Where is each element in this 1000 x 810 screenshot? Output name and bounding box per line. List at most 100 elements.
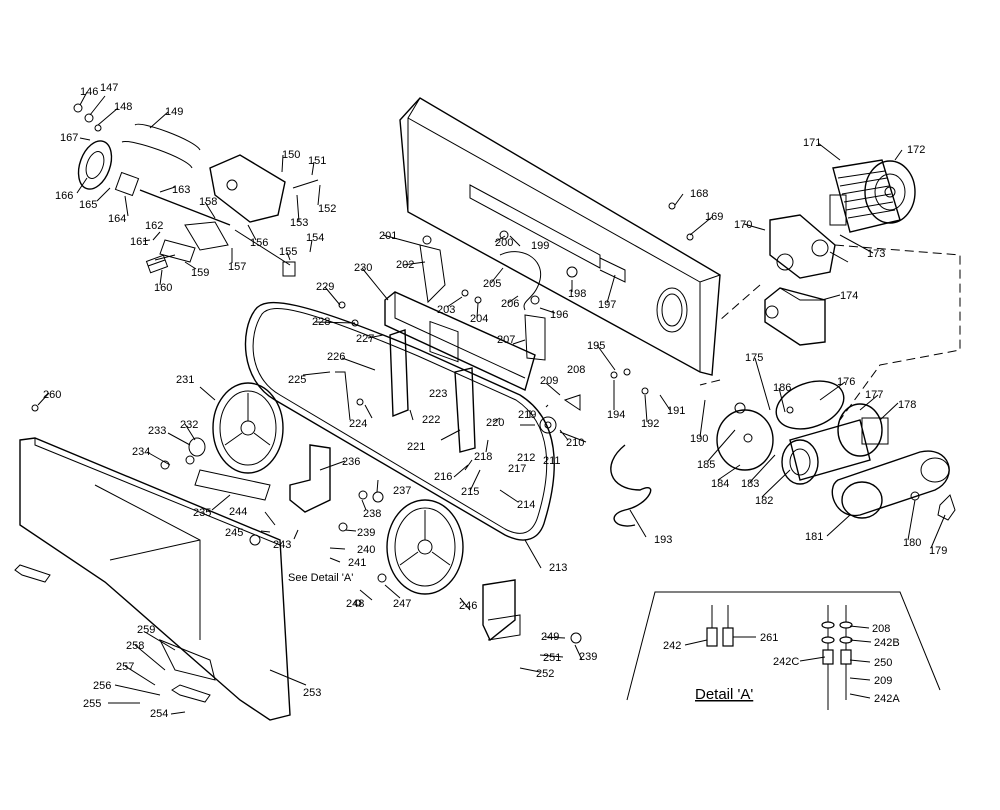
callout-239: 239 — [357, 527, 375, 539]
callout-172: 172 — [907, 144, 925, 156]
callout-242: 242 — [663, 640, 681, 652]
callout-167: 167 — [60, 132, 78, 144]
callout-242B: 242B — [874, 637, 900, 649]
feed-assembly-drawing — [73, 103, 319, 277]
callout-179: 179 — [929, 545, 947, 557]
callout-194: 194 — [607, 409, 625, 421]
callout-161: 161 — [130, 236, 148, 248]
callout-228: 228 — [312, 316, 330, 328]
callout-236: 236 — [342, 456, 360, 468]
guide-bracket-drawing — [289, 444, 521, 642]
leader-lines — [37, 91, 946, 715]
callout-212: 212 — [517, 452, 535, 464]
callout-207: 207 — [497, 334, 515, 346]
callout-171: 171 — [803, 137, 821, 149]
part-drawings — [14, 91, 961, 721]
callout-152: 152 — [318, 203, 336, 215]
callout-199: 199 — [531, 240, 549, 252]
callout-163: 163 — [172, 184, 190, 196]
callout-149: 149 — [165, 106, 183, 118]
callout-245: 245 — [225, 527, 243, 539]
callout-219: 219 — [518, 409, 536, 421]
callout-225: 225 — [288, 374, 306, 386]
callout-218: 218 — [474, 451, 492, 463]
callout-249: 249 — [541, 631, 559, 643]
callout-151: 151 — [308, 155, 326, 167]
callout-184: 184 — [711, 478, 729, 490]
coolant-hose-drawing — [610, 444, 652, 527]
callout-239-lower: 239 — [579, 651, 597, 663]
callout-203: 203 — [437, 304, 455, 316]
callout-198: 198 — [568, 288, 586, 300]
callout-237: 237 — [393, 485, 411, 497]
callout-180: 180 — [903, 537, 921, 549]
callout-170: 170 — [734, 219, 752, 231]
callout-222: 222 — [422, 414, 440, 426]
callout-210: 210 — [566, 437, 584, 449]
callout-208-detail: 208 — [872, 623, 890, 635]
callout-246: 246 — [459, 600, 477, 612]
callout-253: 253 — [303, 687, 321, 699]
callout-217: 217 — [508, 463, 526, 475]
callout-146: 146 — [80, 86, 98, 98]
callout-157: 157 — [228, 261, 246, 273]
callout-252: 252 — [536, 668, 554, 680]
callout-247: 247 — [393, 598, 411, 610]
detail-a-title: Detail 'A' — [695, 686, 753, 703]
base-drawing — [14, 437, 291, 721]
callout-234: 234 — [132, 446, 150, 458]
callout-201: 201 — [379, 230, 397, 242]
callout-258: 258 — [126, 640, 144, 652]
callout-183: 183 — [741, 478, 759, 490]
callout-166: 166 — [55, 190, 73, 202]
callout-175: 175 — [745, 352, 763, 364]
hardware-marks — [31, 202, 794, 644]
callout-185: 185 — [697, 459, 715, 471]
callout-176: 176 — [837, 376, 855, 388]
callout-204: 204 — [470, 313, 488, 325]
callout-211: 211 — [543, 455, 561, 467]
callout-216: 216 — [434, 471, 452, 483]
callout-173: 173 — [867, 248, 885, 260]
saw-blade-drawing — [244, 301, 555, 541]
callout-221: 221 — [407, 441, 425, 453]
callout-257: 257 — [116, 661, 134, 673]
callout-243: 243 — [273, 539, 291, 551]
callout-181: 181 — [805, 531, 823, 543]
callout-215: 215 — [461, 486, 479, 498]
callout-255: 255 — [83, 698, 101, 710]
callout-230: 230 — [354, 262, 372, 274]
callout-147: 147 — [100, 82, 118, 94]
callout-240: 240 — [357, 544, 375, 556]
callout-200: 200 — [495, 237, 513, 249]
callout-153: 153 — [290, 217, 308, 229]
assembly-axis-lines — [699, 244, 961, 421]
callout-256: 256 — [93, 680, 111, 692]
callout-224: 224 — [349, 418, 367, 430]
callout-196: 196 — [550, 309, 568, 321]
callout-231: 231 — [176, 374, 194, 386]
callout-251: 251 — [543, 652, 561, 664]
wheels-drawing — [188, 382, 464, 595]
callout-244: 244 — [229, 506, 247, 518]
callout-158: 158 — [199, 196, 217, 208]
callout-206: 206 — [501, 298, 519, 310]
callout-235: 235 — [193, 507, 211, 519]
callout-205: 205 — [483, 278, 501, 290]
callout-197: 197 — [598, 299, 616, 311]
see-detail-note: See Detail 'A' — [288, 572, 353, 584]
callout-192: 192 — [641, 418, 659, 430]
callout-190: 190 — [690, 433, 708, 445]
callout-165: 165 — [79, 199, 97, 211]
callout-229: 229 — [316, 281, 334, 293]
callout-169: 169 — [705, 211, 723, 223]
callout-155: 155 — [279, 246, 297, 258]
callout-195: 195 — [587, 340, 605, 352]
motor-drawing — [829, 159, 916, 233]
callout-223: 223 — [429, 388, 447, 400]
callout-238: 238 — [363, 508, 381, 520]
callout-162: 162 — [145, 220, 163, 232]
callout-214: 214 — [517, 499, 535, 511]
callout-164: 164 — [108, 213, 126, 225]
callout-259: 259 — [137, 624, 155, 636]
